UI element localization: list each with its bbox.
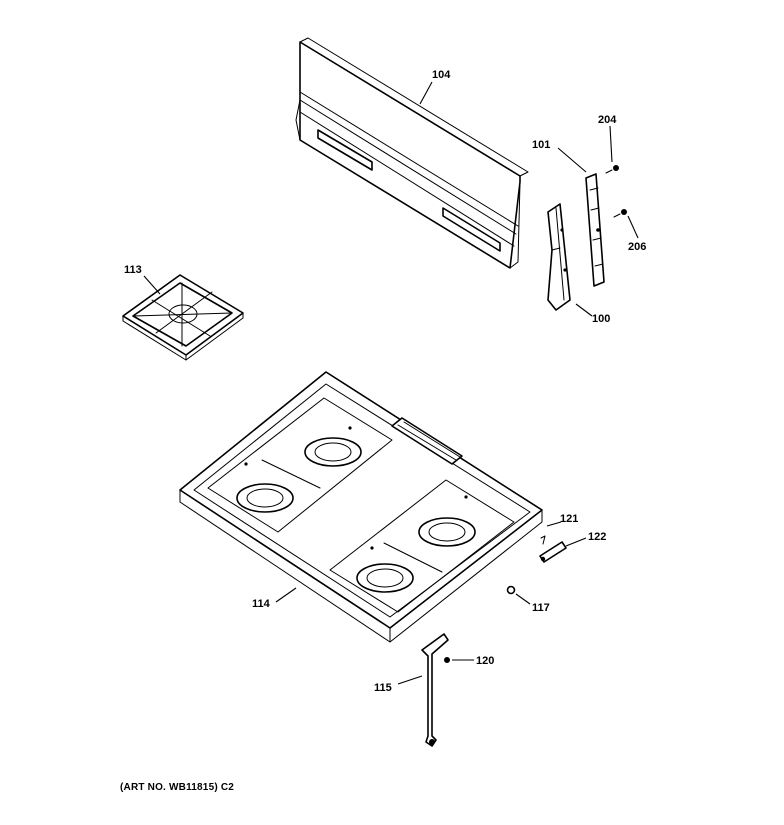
callout-101: 101 xyxy=(532,139,550,151)
screw-part-204 xyxy=(605,165,619,174)
leader-lines xyxy=(143,81,639,685)
burner-bowl-front-left xyxy=(236,483,294,513)
support-rod-part xyxy=(421,633,449,747)
cooktop-part xyxy=(179,371,543,643)
screw-part-206 xyxy=(613,209,627,218)
grommet-part-117 xyxy=(506,585,516,595)
side-trim-part xyxy=(585,173,605,287)
callout-113: 113 xyxy=(124,264,142,276)
backsplash-part xyxy=(295,37,529,269)
callout-122: 122 xyxy=(588,531,606,543)
art-number-caption: (ART NO. WB11815) C2 xyxy=(120,782,235,793)
cooktop-vent xyxy=(391,417,463,465)
callout-114: 114 xyxy=(252,598,271,610)
clip-part-120 xyxy=(444,657,450,663)
callout-204: 204 xyxy=(598,114,617,126)
burner-bowl-rear-right xyxy=(418,517,476,547)
callout-206: 206 xyxy=(628,241,646,253)
callout-100: 100 xyxy=(592,313,610,325)
burner-bowl-front-right xyxy=(356,563,414,593)
burner-grate-part xyxy=(122,274,244,361)
callout-121: 121 xyxy=(560,513,578,525)
end-cap-part xyxy=(547,203,571,311)
pilot-screw-part-121 xyxy=(540,535,546,545)
pilot-tube-part-122 xyxy=(539,541,567,563)
callout-117: 117 xyxy=(532,602,550,614)
callout-115: 115 xyxy=(374,682,392,694)
callout-120: 120 xyxy=(476,655,494,667)
burner-bowl-rear-left xyxy=(304,437,362,467)
callout-104: 104 xyxy=(432,69,451,81)
